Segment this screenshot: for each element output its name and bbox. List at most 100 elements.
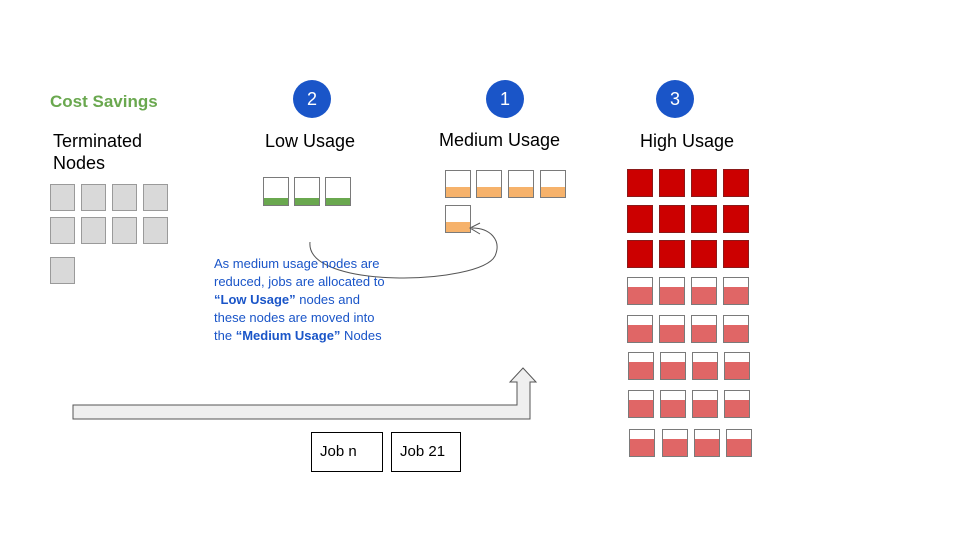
high-usage-node-full: [659, 240, 685, 268]
node-fill: [326, 198, 350, 205]
node-fill: [446, 221, 470, 232]
node-fill: [629, 400, 653, 417]
job-box-21: Job 21: [391, 432, 461, 472]
terminated-node: [112, 184, 137, 211]
medium-usage-node: [476, 170, 502, 198]
terminated-node: [50, 184, 75, 211]
node-fill: [724, 287, 748, 304]
node-fill: [628, 287, 652, 304]
node-fill: [629, 362, 653, 379]
job-flow-arrow: [72, 367, 538, 420]
high-usage-node: [628, 352, 654, 380]
node-fill: [477, 186, 501, 197]
node-fill: [660, 287, 684, 304]
high-usage-node-full: [627, 169, 653, 197]
note-line-2: reduced, jobs are allocated to: [214, 274, 385, 289]
terminated-title-line2: Nodes: [53, 153, 106, 173]
terminated-nodes-title: Terminated Nodes: [53, 130, 142, 174]
high-usage-node: [628, 390, 654, 418]
node-fill: [692, 287, 716, 304]
step-badge-medium: 1: [486, 80, 524, 118]
curved-arrow-head: [468, 222, 481, 235]
high-usage-node-full: [723, 240, 749, 268]
high-usage-node: [726, 429, 752, 457]
node-fill: [509, 186, 533, 197]
high-usage-node: [627, 277, 653, 305]
node-fill: [541, 186, 565, 197]
high-usage-node-full: [691, 240, 717, 268]
terminated-node: [143, 217, 168, 244]
high-usage-title: High Usage: [640, 131, 735, 151]
node-fill: [446, 186, 470, 197]
low-usage-node: [294, 177, 320, 206]
terminated-node: [143, 184, 168, 211]
high-usage-node: [627, 315, 653, 343]
note-line-3: “Low Usage” nodes and: [214, 291, 424, 309]
high-usage-node: [723, 277, 749, 305]
job-box-n: Job n: [311, 432, 383, 472]
high-usage-node: [659, 277, 685, 305]
medium-usage-node: [445, 205, 471, 233]
high-usage-node: [691, 315, 717, 343]
step-badge-high: 3: [656, 80, 694, 118]
high-usage-node: [692, 390, 718, 418]
node-fill: [727, 439, 751, 456]
high-usage-node-full: [723, 169, 749, 197]
step-badge-low: 2: [293, 80, 331, 118]
medium-usage-node: [540, 170, 566, 198]
high-usage-node: [724, 352, 750, 380]
node-fill: [663, 439, 687, 456]
note-bold-medium-usage: “Medium Usage”: [235, 328, 341, 343]
high-usage-node: [662, 429, 688, 457]
high-usage-node-full: [627, 205, 653, 233]
curved-arrow: [309, 227, 498, 279]
note-line-4: these nodes are moved into: [214, 310, 375, 325]
medium-usage-title: Medium Usage: [439, 130, 561, 150]
node-fill: [295, 198, 319, 205]
low-usage-title: Low Usage: [265, 131, 356, 151]
high-usage-node-full: [659, 169, 685, 197]
high-usage-node-full: [627, 240, 653, 268]
explanation-note: As medium usage nodes are reduced, jobs …: [214, 255, 424, 345]
high-usage-node: [724, 390, 750, 418]
low-usage-node: [325, 177, 351, 206]
terminated-node: [50, 217, 75, 244]
node-fill: [725, 362, 749, 379]
node-fill: [695, 439, 719, 456]
node-fill: [693, 362, 717, 379]
note-line-5-start: the: [214, 328, 236, 343]
high-usage-node: [660, 352, 686, 380]
terminated-node: [81, 217, 106, 244]
terminated-title-line1: Terminated: [53, 131, 143, 151]
high-usage-node-full: [723, 205, 749, 233]
terminated-node: [50, 257, 75, 284]
high-usage-node: [659, 315, 685, 343]
high-usage-node-full: [659, 205, 685, 233]
high-usage-node-full: [691, 205, 717, 233]
note-line-5: the “Medium Usage” Nodes: [214, 327, 424, 345]
node-fill: [630, 439, 654, 456]
note-line-3-rest: nodes and: [295, 292, 360, 307]
medium-usage-node: [445, 170, 471, 198]
low-usage-node: [263, 177, 289, 206]
node-fill: [628, 325, 652, 342]
high-usage-node-full: [691, 169, 717, 197]
node-fill: [724, 325, 748, 342]
high-usage-node: [692, 352, 718, 380]
high-usage-node: [629, 429, 655, 457]
node-fill: [725, 400, 749, 417]
high-usage-node: [660, 390, 686, 418]
high-usage-node: [691, 277, 717, 305]
cost-savings-heading: Cost Savings: [50, 92, 158, 111]
note-line-1: As medium usage nodes are: [214, 256, 380, 271]
node-fill: [661, 400, 685, 417]
node-fill: [693, 400, 717, 417]
node-fill: [692, 325, 716, 342]
medium-usage-node: [508, 170, 534, 198]
terminated-node: [81, 184, 106, 211]
node-fill: [264, 198, 288, 205]
terminated-node: [112, 217, 137, 244]
high-usage-node: [723, 315, 749, 343]
node-fill: [661, 362, 685, 379]
